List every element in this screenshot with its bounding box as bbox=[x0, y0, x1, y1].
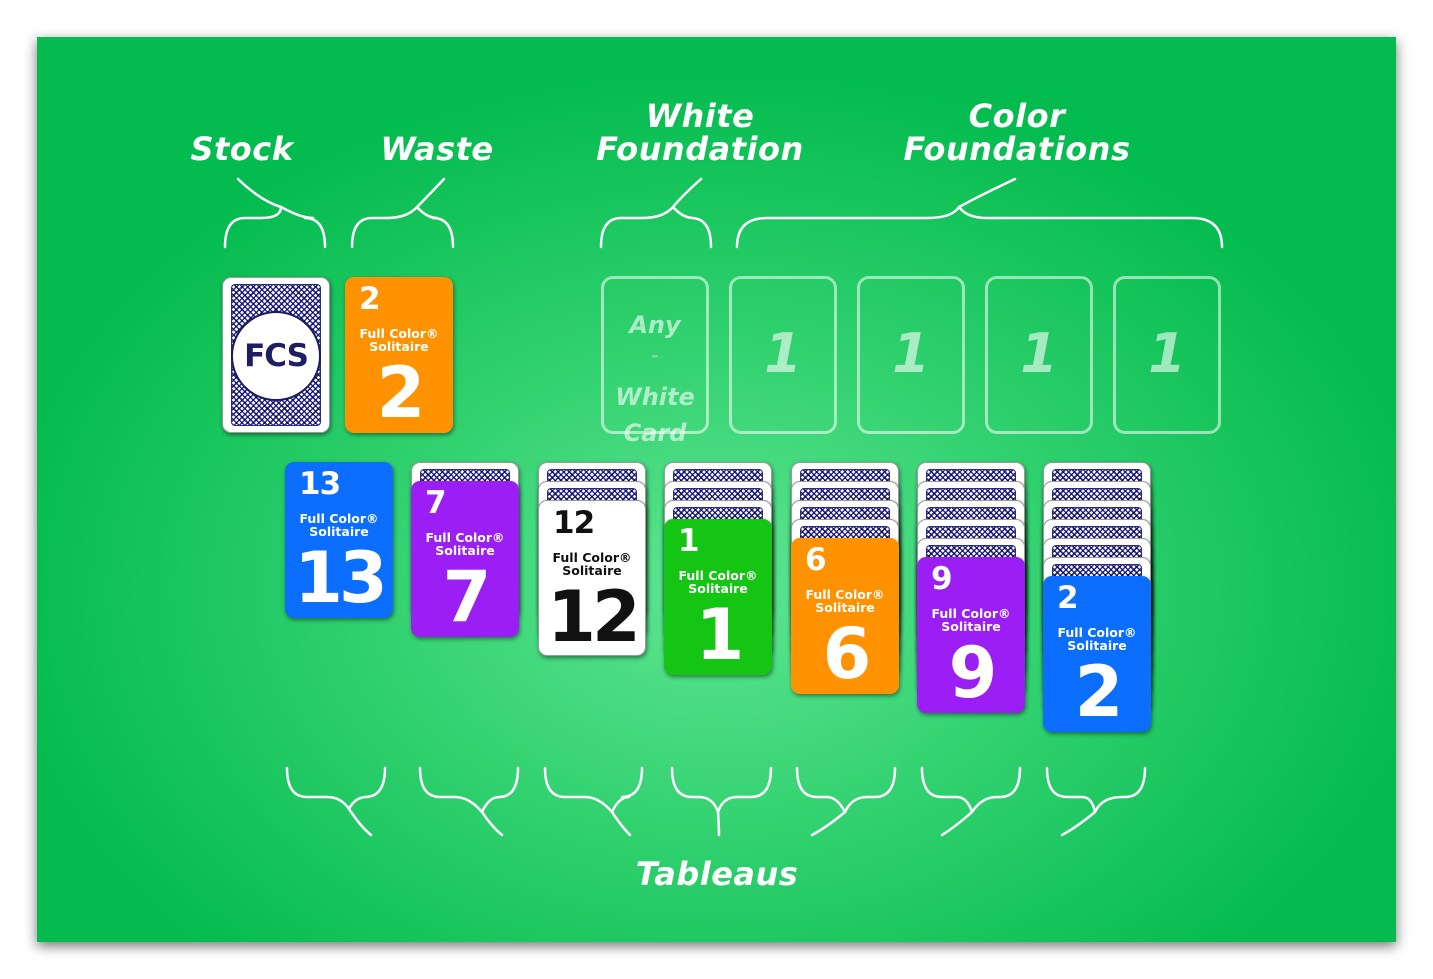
tableau-bracket-6 bbox=[920, 766, 1022, 837]
card-rank-large: 12 bbox=[547, 576, 640, 656]
tableau-bracket-5 bbox=[795, 766, 897, 837]
stock-bracket-right bbox=[279, 205, 327, 249]
card-rank-large: 7 bbox=[442, 556, 492, 637]
card-rank-large: 1 bbox=[695, 594, 745, 675]
card-rank-large: 2 bbox=[1074, 651, 1124, 732]
color-foundation-slot-2[interactable]: 1 bbox=[857, 276, 965, 434]
card-rank-corner: 12 bbox=[553, 505, 595, 541]
white-foundation-bracket bbox=[599, 177, 713, 249]
color-foundation-slot-4[interactable]: 1 bbox=[1113, 276, 1221, 434]
card-brand: Full Color®Solitaire bbox=[552, 550, 632, 578]
card-brand: Full Color®Solitaire bbox=[931, 606, 1011, 634]
game-board: Stock Waste White Foundation Color Found… bbox=[37, 37, 1396, 942]
color-foundation-slot-3[interactable]: 1 bbox=[985, 276, 1093, 434]
waste-card[interactable]: 2 Full Color® Solitaire 2 bbox=[345, 277, 453, 433]
card-rank-large: 6 bbox=[822, 613, 872, 694]
foundation-rank: 1 bbox=[1148, 322, 1186, 385]
tableau-bracket-2 bbox=[418, 766, 520, 837]
card-rank-corner: 6 bbox=[805, 542, 827, 578]
card-brand: Full Color®Solitaire bbox=[678, 568, 758, 596]
tableau-bracket-4 bbox=[670, 766, 773, 837]
card-rank-large: 2 bbox=[376, 352, 426, 433]
tableau-bracket-7 bbox=[1045, 766, 1147, 837]
waste-bracket bbox=[350, 177, 455, 249]
tableau-bracket-3 bbox=[543, 766, 644, 837]
card-brand: Full Color®Solitaire bbox=[299, 511, 379, 539]
fcs-logo: FCS bbox=[231, 311, 321, 401]
card-rank-corner: 7 bbox=[425, 485, 447, 521]
card-rank-corner: 2 bbox=[1057, 580, 1079, 616]
foundation-rank: 1 bbox=[1020, 322, 1058, 385]
waste-label: Waste bbox=[380, 130, 494, 168]
stock-bracket bbox=[223, 177, 283, 249]
card-brand: Full Color®Solitaire bbox=[425, 530, 505, 558]
stock-pile[interactable]: FCS bbox=[222, 277, 330, 433]
color-foundations-bracket bbox=[735, 177, 1224, 249]
foundation-rank: 1 bbox=[764, 322, 802, 385]
card-brand: Full Color®Solitaire bbox=[805, 587, 885, 615]
card-rank-corner: 1 bbox=[678, 523, 700, 559]
tableaus-label: Tableaus bbox=[635, 855, 799, 893]
card-rank-large: 9 bbox=[948, 632, 998, 713]
stock-label: Stock bbox=[190, 130, 294, 168]
color-foundation-slot-1[interactable]: 1 bbox=[729, 276, 837, 434]
card-brand: Full Color®Solitaire bbox=[1057, 625, 1137, 653]
tableau-bracket-1 bbox=[285, 766, 387, 837]
color-foundations-label: Color Foundations bbox=[903, 97, 1131, 168]
card-rank-corner: 13 bbox=[299, 466, 341, 502]
card-brand: Full Color® Solitaire bbox=[359, 326, 439, 354]
white-foundation-label: White Foundation bbox=[596, 97, 804, 168]
card-rank-corner: 9 bbox=[931, 561, 953, 597]
foundation-rank: 1 bbox=[892, 322, 930, 385]
card-rank-corner: 2 bbox=[359, 281, 381, 317]
card-rank-large: 13 bbox=[294, 537, 387, 618]
